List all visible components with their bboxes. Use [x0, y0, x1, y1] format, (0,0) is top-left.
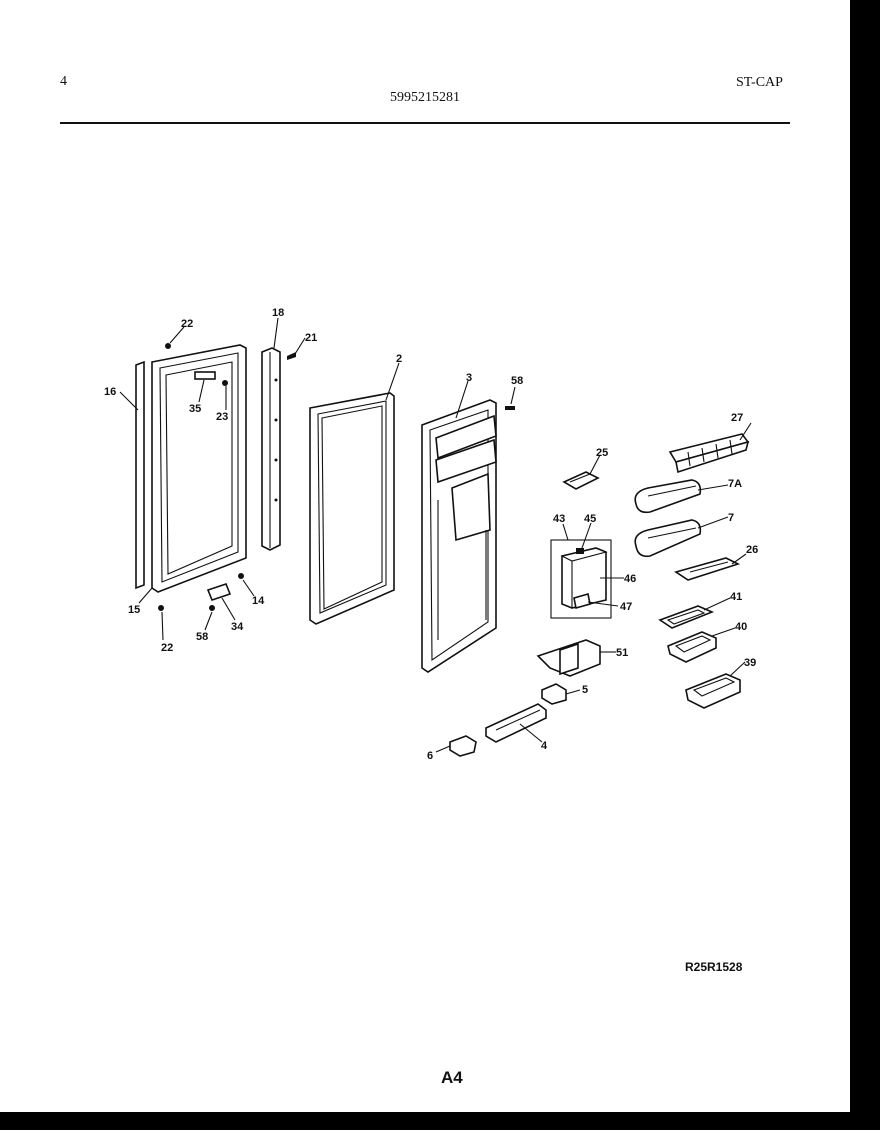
callout-46: 46: [624, 573, 636, 585]
callout-4: 4: [541, 740, 548, 752]
callout-7: 7: [728, 512, 734, 524]
callout-18: 18: [272, 307, 284, 319]
callout-2: 2: [396, 353, 402, 365]
callout-27: 27: [731, 412, 743, 424]
callout-23: 23: [216, 411, 228, 423]
header-rule: [60, 122, 790, 124]
callout-51: 51: [616, 647, 628, 659]
inner-door-liner-3: [421, 399, 497, 673]
hinge-rail-18: [261, 347, 281, 551]
tray-cover-41: [658, 605, 715, 629]
callout-47: 47: [620, 601, 632, 613]
page-id: A4: [441, 1068, 463, 1087]
callout-labels: 22 18 21 16 35 23 2 3 58 27 25 7A 43 45 …: [104, 307, 758, 762]
exploded-parts-diagram: 22 18 21 16 35 23 2 3 58 27 25 7A 43 45 …: [104, 307, 758, 762]
callout-35: 35: [189, 403, 201, 415]
mullion-bracket-51: [536, 639, 601, 677]
drawing-code: R25R1528: [685, 960, 743, 974]
callout-34: 34: [231, 621, 244, 633]
callout-58-bottom: 58: [196, 631, 208, 643]
diagram-sheet: 4 5995215281 ST-CAP: [0, 0, 850, 1112]
callout-14: 14: [252, 595, 265, 607]
callout-25: 25: [596, 447, 608, 459]
callout-43: 43: [553, 513, 565, 525]
callout-21: 21: [305, 332, 317, 344]
door-shelf-7a: [634, 479, 702, 514]
door-rack-27: [668, 433, 750, 474]
callout-58-top: 58: [511, 375, 523, 387]
tray-39: [685, 673, 741, 709]
small-fasteners: [158, 343, 515, 611]
door-gasket-2: [309, 392, 395, 625]
bracket-5: [541, 683, 567, 705]
tray-40: [667, 631, 717, 663]
callout-45: 45: [584, 513, 596, 525]
callout-22-bottom: 22: [161, 642, 173, 654]
callout-26: 26: [746, 544, 758, 556]
callout-5: 5: [582, 684, 588, 696]
callout-16: 16: [104, 386, 116, 398]
callout-7a: 7A: [728, 478, 742, 490]
callout-40: 40: [735, 621, 747, 633]
page-number: 4: [60, 74, 67, 89]
shelf-insert-26: [674, 557, 741, 581]
door-shelf-7: [634, 519, 702, 558]
part-number: 5995215281: [390, 90, 460, 105]
callout-22-top: 22: [181, 318, 193, 330]
leader-lines: [119, 317, 752, 753]
hinge-block-6: [449, 735, 477, 757]
callout-6: 6: [427, 750, 433, 762]
shelf-insert-25: [562, 471, 600, 490]
control-assembly-43: [550, 539, 612, 619]
hinge-bar-4: [485, 703, 547, 743]
section-code: ST-CAP: [736, 75, 783, 90]
outer-door-panel-15: [151, 344, 247, 593]
callout-41: 41: [730, 591, 742, 603]
callout-3: 3: [466, 372, 472, 384]
callout-15: 15: [128, 604, 140, 616]
callout-39: 39: [744, 657, 756, 669]
seal-strip-16: [135, 360, 145, 590]
